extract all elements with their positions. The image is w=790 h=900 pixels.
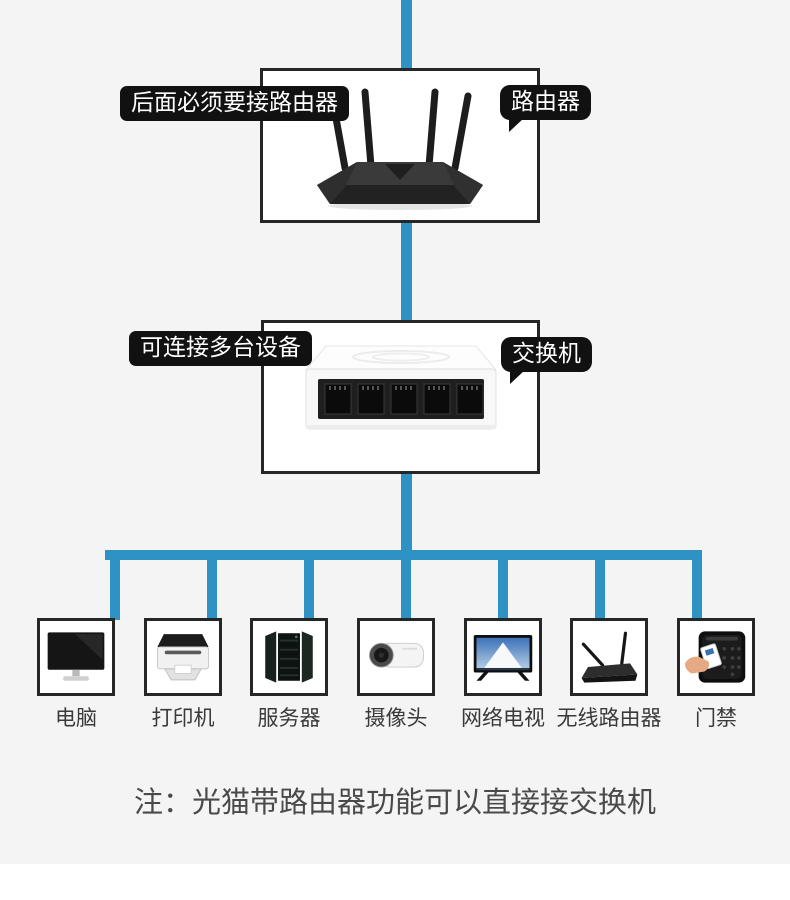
server-icon	[265, 631, 313, 683]
device-label: 门禁	[695, 706, 737, 730]
switch-annotation-callout: 可连接多台设备	[129, 331, 312, 366]
connector-drop-5	[498, 556, 508, 620]
computer-icon	[47, 632, 105, 681]
connector-drop-6	[595, 556, 605, 620]
switch-icon	[304, 345, 497, 430]
device-box-server	[250, 618, 328, 696]
device-box-tv	[464, 618, 542, 696]
connector-trunk-lower	[401, 472, 412, 554]
device-box-printer	[144, 618, 222, 696]
connector-drop-4	[401, 556, 411, 620]
router-icon	[317, 88, 483, 210]
wireless-router-icon	[581, 631, 638, 683]
access-control-icon	[684, 631, 746, 683]
switch-label-callout: 交换机	[501, 337, 592, 384]
device-label: 服务器	[257, 706, 321, 730]
device-label: 摄像头	[364, 706, 428, 730]
router-label-callout: 路由器	[500, 85, 591, 132]
connector-trunk-middle	[401, 221, 412, 322]
footnote: 注：光猫带路由器功能可以直接接交换机	[133, 785, 656, 819]
connector-trunk-top	[401, 0, 412, 70]
device-box-computer	[37, 618, 115, 696]
connector-drop-7	[692, 556, 702, 620]
device-label: 打印机	[151, 706, 215, 730]
connector-drop-3	[304, 556, 314, 620]
tv-icon	[473, 635, 533, 681]
connector-drop-2	[207, 556, 217, 620]
device-label: 网络电视	[461, 706, 545, 730]
connector-horizontal-bus	[105, 550, 702, 560]
diagram-canvas: 后面必须要接路由器 路由器	[0, 0, 790, 864]
device-box-access-control	[677, 618, 755, 696]
connector-drop-1	[110, 556, 120, 620]
device-label: 无线路由器	[556, 706, 662, 730]
router-image-box	[260, 68, 540, 223]
device-box-wireless-router	[570, 618, 648, 696]
camera-icon	[369, 642, 424, 668]
router-annotation-callout: 后面必须要接路由器	[120, 86, 349, 121]
device-label: 电脑	[55, 706, 97, 730]
device-box-camera	[357, 618, 435, 696]
printer-icon	[156, 634, 210, 681]
switch-image-box	[261, 320, 540, 474]
